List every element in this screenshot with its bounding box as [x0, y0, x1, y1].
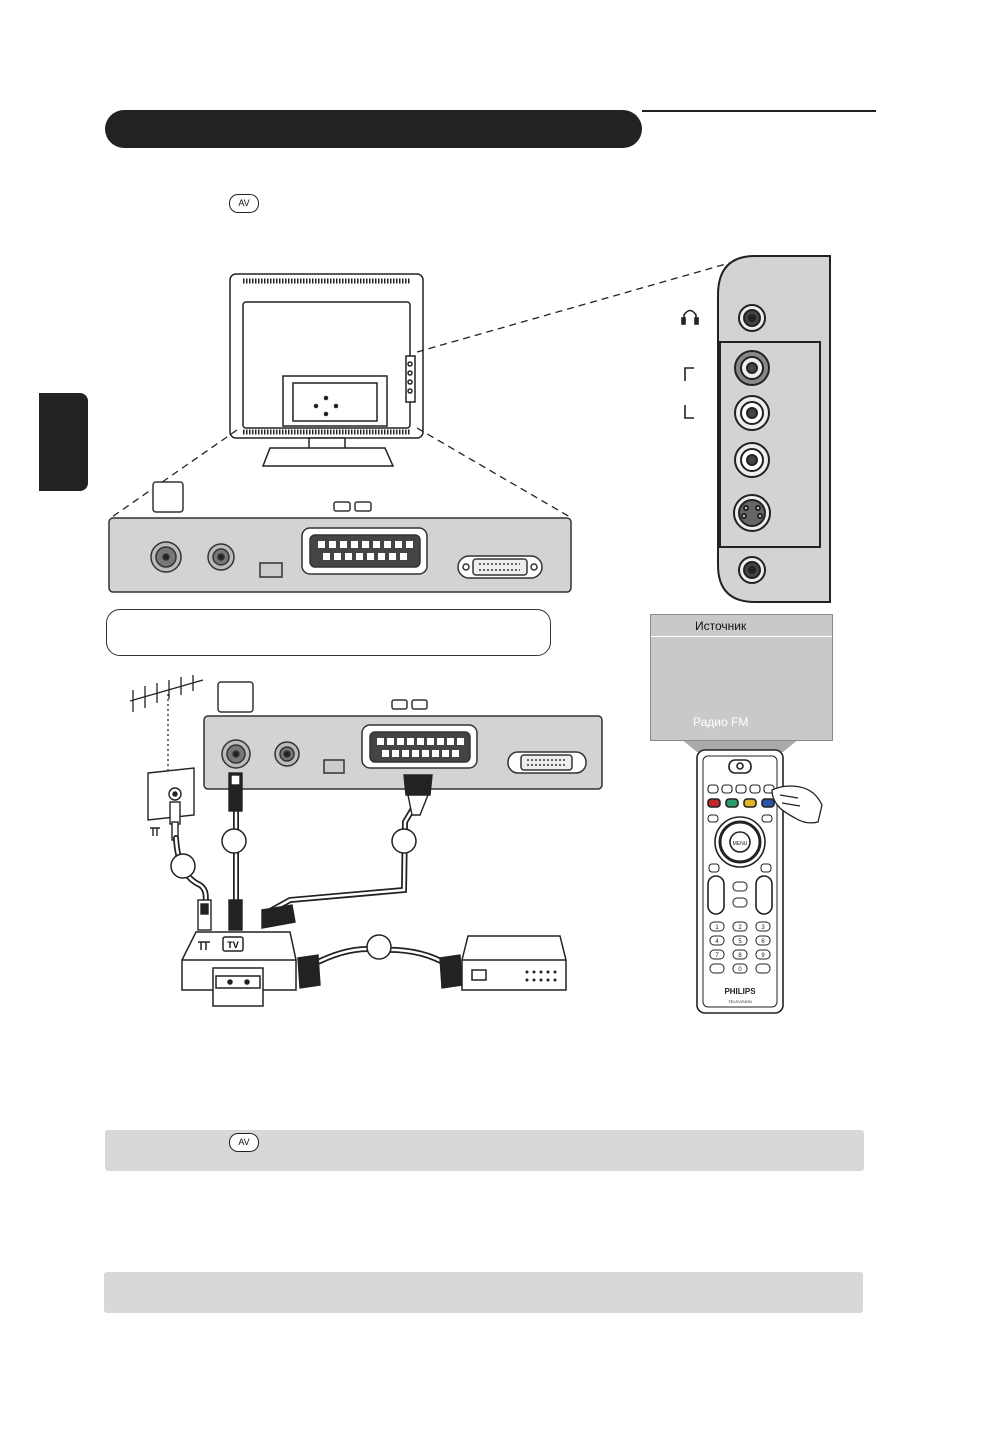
svg-text:0: 0	[738, 967, 742, 973]
source-menu-item-radio-fm[interactable]: Радио FM	[693, 715, 749, 729]
tv-rear-view	[229, 273, 424, 467]
remote-color-key[interactable]	[725, 798, 739, 808]
remote-color-key[interactable]	[743, 798, 757, 808]
av-button-icon: AV	[229, 194, 259, 213]
bracket-bottom-icon	[684, 405, 694, 419]
remote-color-key[interactable]	[707, 798, 721, 808]
bracket-top-icon	[684, 367, 694, 381]
section-title-bar	[105, 110, 642, 148]
svg-text:8: 8	[738, 953, 742, 959]
cable-plugs	[197, 772, 463, 989]
note-bar-1: AV	[105, 1130, 864, 1171]
svg-text:6: 6	[761, 939, 765, 945]
headphone-icon	[681, 309, 699, 325]
remote-color-key[interactable]	[761, 798, 775, 808]
rear-connector-panel-top	[108, 481, 572, 593]
svg-text:1: 1	[715, 925, 719, 931]
set-top-box	[461, 935, 567, 991]
remote-brand-label: PHILIPS	[724, 987, 756, 996]
antenna-icon	[129, 675, 204, 770]
caption-box	[106, 609, 551, 656]
finger-icon	[771, 785, 823, 824]
source-menu: Источник Радио FM	[650, 614, 833, 741]
source-menu-title: Источник	[695, 619, 747, 633]
wall-outlet-icon	[147, 767, 195, 841]
remote-keypad-labels: 1 2 3 4 5 6 7 8 9 0	[715, 925, 765, 973]
remote-subbrand-label: TELEVISION	[728, 999, 752, 1004]
decoder-box	[181, 931, 297, 1007]
rear-connector-panel-bottom	[203, 681, 603, 790]
side-connector-panel	[717, 255, 831, 603]
header-rule	[642, 110, 876, 112]
cables	[173, 797, 451, 968]
step-circles	[170, 828, 417, 960]
svg-text:4: 4	[715, 939, 719, 945]
remote-control: MENU	[680, 738, 800, 1014]
svg-text:7: 7	[715, 953, 719, 959]
svg-text:9: 9	[761, 953, 765, 959]
decoder-tv-label: TV	[227, 940, 239, 950]
av-button-icon: AV	[229, 1133, 259, 1152]
svg-text:2: 2	[738, 925, 742, 931]
source-menu-header: Источник	[651, 615, 832, 637]
svg-text:MENU: MENU	[733, 841, 748, 847]
remote-keypad	[709, 921, 771, 974]
projection-lines	[111, 259, 741, 518]
side-language-tab	[39, 393, 88, 491]
note-bar-2	[104, 1272, 863, 1313]
svg-text:3: 3	[761, 925, 765, 931]
svg-text:5: 5	[738, 939, 742, 945]
